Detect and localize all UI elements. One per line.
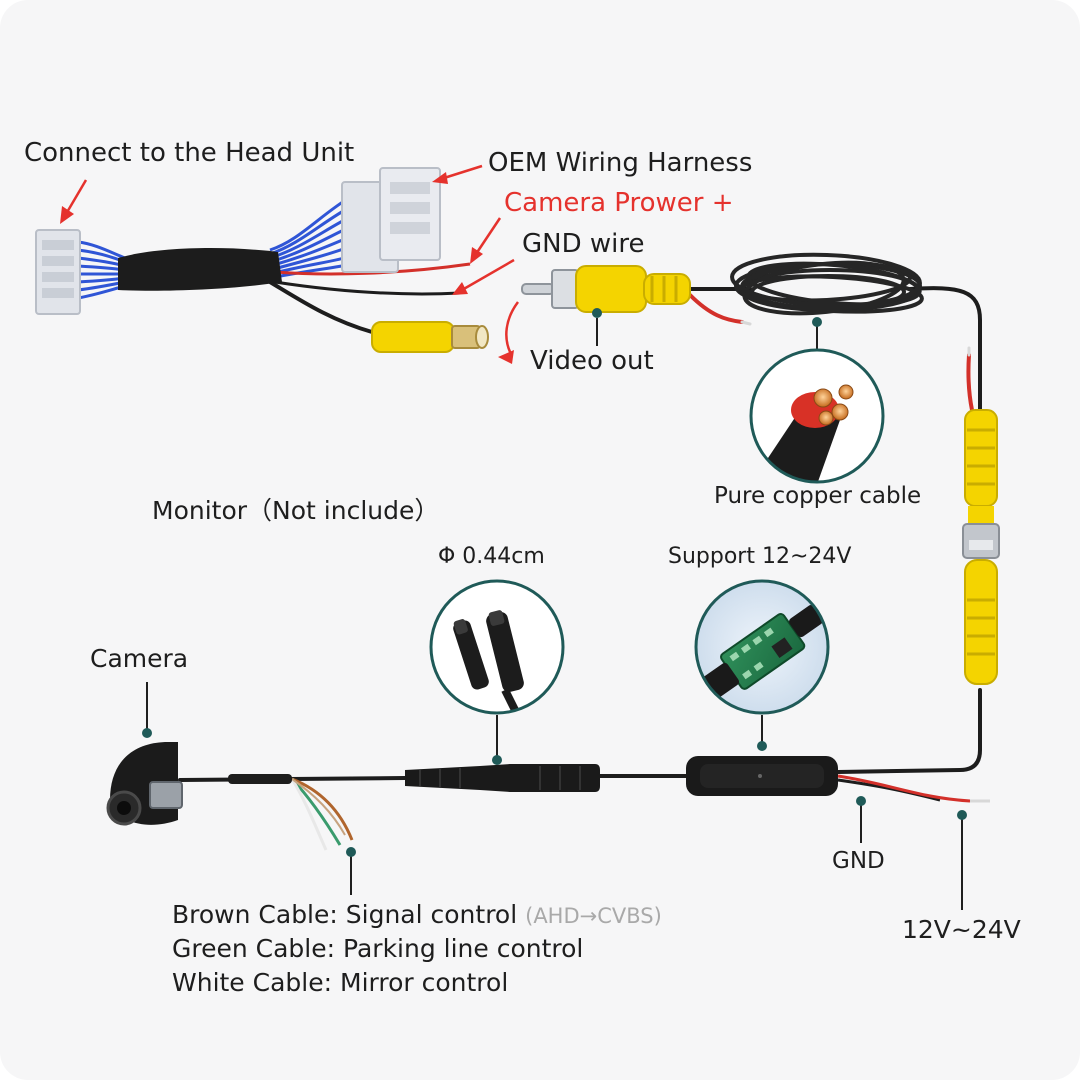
monitor-label: Monitor（Not include） — [152, 496, 440, 525]
camera-device — [106, 742, 183, 826]
cable-description: Signal control — [345, 900, 518, 929]
inline-rca-connector — [962, 409, 1000, 685]
red-arrows — [60, 164, 520, 364]
cable-note: (AHD→CVBS) — [525, 904, 662, 928]
pure-copper-label: Pure copper cable — [714, 483, 922, 509]
oem-harness-label: OEM Wiring Harness — [488, 148, 753, 178]
callout-leaders — [146, 318, 963, 910]
cable-name: Green Cable: — [172, 934, 336, 963]
rca-male-plug — [521, 265, 691, 313]
connector-diameter-callout — [429, 579, 565, 715]
pcb-module-callout — [694, 579, 830, 715]
gnd-label: GND — [832, 848, 885, 874]
cable-description: Parking line control — [343, 934, 584, 963]
camera-label: Camera — [90, 644, 189, 673]
red-power-wires — [688, 293, 974, 412]
head-unit-label: Connect to the Head Unit — [24, 138, 355, 168]
cable-description: Mirror control — [340, 968, 509, 997]
gnd-wire-label: GND wire — [522, 229, 645, 259]
diameter-label: Φ 0.44cm — [438, 544, 545, 569]
camera-cable — [228, 756, 990, 851]
callout-dots — [142, 308, 967, 857]
cable-legend-row: Green Cable: Parking line control — [172, 934, 662, 968]
cable-legend-row: White Cable: Mirror control — [172, 968, 662, 1002]
cable-legend: Brown Cable: Signal control (AHD→CVBS) G… — [172, 900, 662, 1002]
cable-coil — [730, 252, 924, 316]
support-voltage-label: Support 12~24V — [668, 544, 852, 569]
video-out-label: Video out — [530, 346, 654, 376]
camera-power-label: Camera Prower + — [504, 188, 734, 218]
cable-name: White Cable: — [172, 968, 333, 997]
voltage-label: 12V~24V — [902, 915, 1021, 944]
copper-cable-callout — [749, 348, 885, 484]
oem-wiring-harness — [35, 167, 489, 353]
cable-legend-row: Brown Cable: Signal control (AHD→CVBS) — [172, 900, 662, 934]
cable-name: Brown Cable: — [172, 900, 338, 929]
